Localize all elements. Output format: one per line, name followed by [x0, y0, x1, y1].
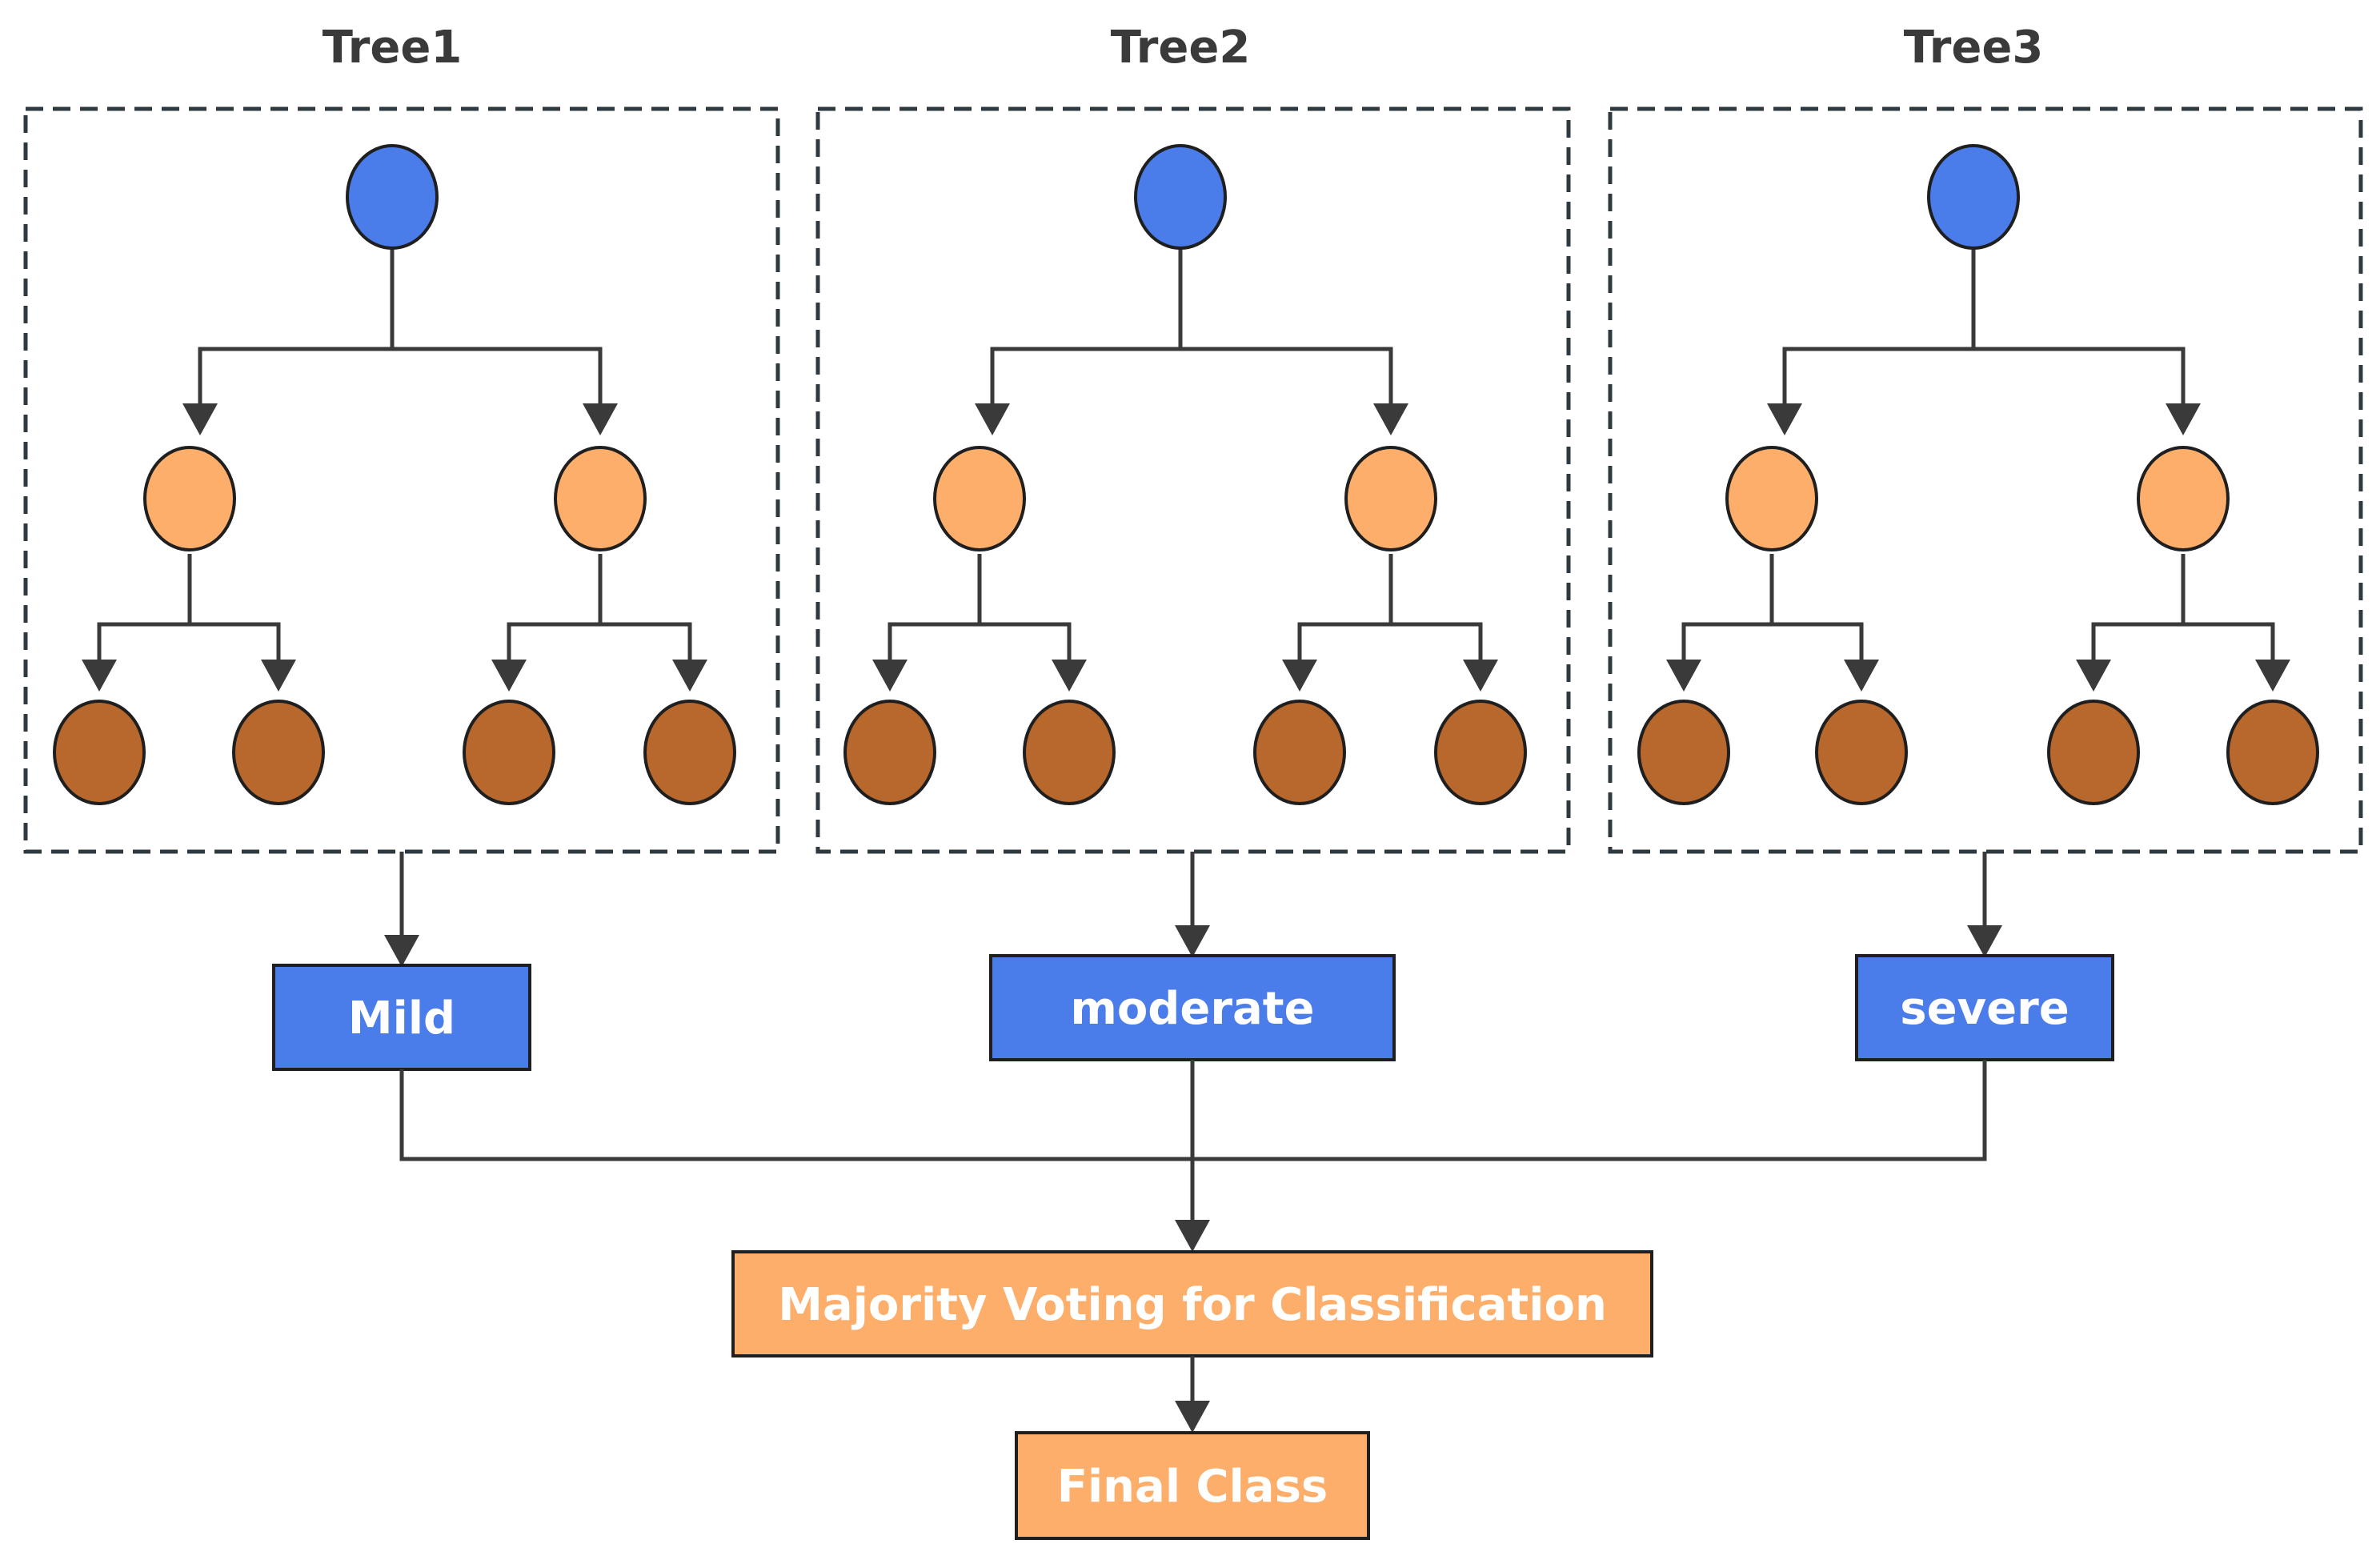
- output-label: severe: [1900, 983, 2069, 1035]
- tree-title: Tree2: [1111, 22, 1251, 74]
- root-node: [1134, 144, 1227, 250]
- voting-label: Majority Voting for Classification: [778, 1279, 1607, 1331]
- internal-node: [2137, 446, 2230, 551]
- output-box-moderate: moderate: [989, 954, 1396, 1061]
- tree-frame: [1608, 106, 2363, 854]
- majority-voting-box: Majority Voting for Classification: [731, 1250, 1653, 1357]
- internal-node: [933, 446, 1026, 551]
- final-class-label: Final Class: [1057, 1461, 1328, 1513]
- root-node: [346, 144, 439, 250]
- leaf-node: [1434, 700, 1527, 805]
- leaf-node: [53, 700, 146, 805]
- tree-title: Tree3: [1904, 22, 2044, 74]
- output-label: moderate: [1070, 983, 1314, 1035]
- output-box-severe: severe: [1855, 954, 2114, 1061]
- leaf-node: [843, 700, 936, 805]
- edge: [600, 622, 707, 692]
- internal-node: [1725, 446, 1818, 551]
- edge: [1180, 347, 1408, 435]
- edge: [392, 347, 618, 435]
- tree-3: Tree3: [1608, 22, 2363, 854]
- output-label: Mild: [348, 993, 455, 1045]
- tree-title: Tree1: [323, 22, 463, 74]
- edge: [1767, 244, 1976, 435]
- edge: [190, 622, 296, 692]
- edge: [1282, 554, 1393, 692]
- output-box-mild: Mild: [272, 964, 531, 1071]
- edge: [1391, 622, 1498, 692]
- edge: [182, 244, 395, 435]
- tree-2: Tree2: [815, 22, 1571, 854]
- leaf-node: [1253, 700, 1346, 805]
- leaf-node: [1637, 700, 1730, 805]
- edge: [491, 554, 603, 692]
- leaf-node: [463, 700, 555, 805]
- leaf-node: [2047, 700, 2140, 805]
- edge: [82, 554, 192, 692]
- leaf-node: [2226, 700, 2319, 805]
- edge: [1772, 622, 1879, 692]
- edge: [2076, 554, 2186, 692]
- edge: [1973, 347, 2201, 435]
- edge: [1666, 554, 1774, 692]
- root-node: [1927, 144, 2020, 250]
- internal-node: [1344, 446, 1437, 551]
- leaf-node: [1815, 700, 1908, 805]
- leaf-node: [1023, 700, 1116, 805]
- internal-node: [554, 446, 647, 551]
- tree-frame: [815, 106, 1571, 854]
- edge: [975, 244, 1183, 435]
- tree-frame: [23, 106, 780, 854]
- edge: [980, 622, 1087, 692]
- final-class-box: Final Class: [1015, 1431, 1370, 1540]
- leaf-node: [643, 700, 736, 805]
- tree-1: Tree1: [23, 22, 780, 854]
- edge: [872, 554, 982, 692]
- edge: [2183, 622, 2290, 692]
- leaf-node: [232, 700, 325, 805]
- internal-node: [143, 446, 236, 551]
